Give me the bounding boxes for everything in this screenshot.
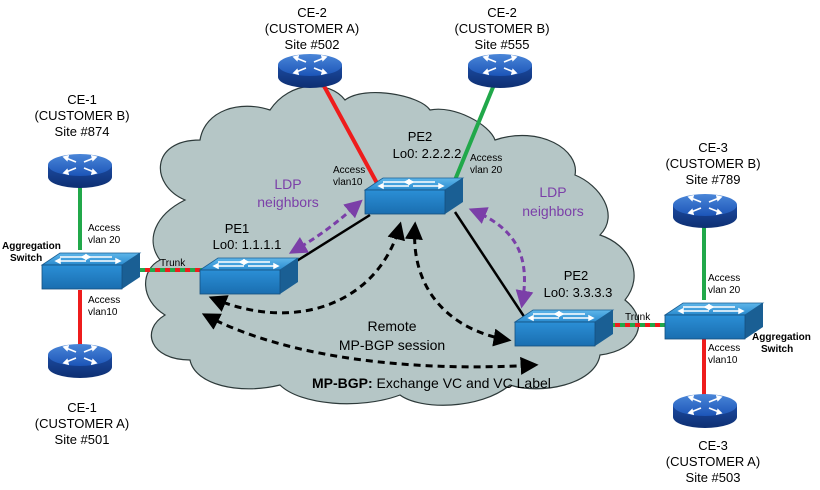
mpbgp-caption: MP-BGP: Exchange VC and VC Label (312, 375, 551, 391)
right-vlan10-line2: vlan10 (708, 355, 738, 366)
pe2-top-loopback: Lo0: 2.2.2.2 (393, 146, 462, 161)
left-vlan10-line2: vlan10 (88, 307, 118, 318)
remote-session-line1: Remote (367, 318, 416, 334)
agg-left-label-line2: Switch (10, 253, 42, 264)
ce1b-site: Site #874 (55, 124, 110, 139)
pe2-right-name: PE2 (564, 268, 589, 283)
right-vlan20-line1: Access (708, 273, 740, 284)
ce3b-name: CE-3 (698, 140, 728, 155)
link-ce2a-pe2 (316, 74, 380, 186)
right-vlan10-line1: Access (708, 343, 740, 354)
agg-left-label-line1: Aggregation (2, 241, 61, 252)
bgp-arrow-pe1-pe2top (208, 221, 405, 315)
ce1b-name: CE-1 (67, 92, 97, 107)
link-ce2b-pe2 (453, 74, 500, 181)
pe2-vlan20-line2: vlan 20 (470, 165, 503, 176)
right-vlan20-line2: vlan 20 (708, 285, 741, 296)
left-vlan10-line1: Access (88, 295, 120, 306)
ce3b-site: Site #789 (686, 172, 741, 187)
ce2a-site: Site #502 (285, 37, 340, 52)
ce3a-name: CE-3 (698, 438, 728, 453)
ce2-customer-a-router-icon (277, 53, 343, 89)
ce2b-name: CE-2 (487, 5, 517, 20)
agg-right-label-line1: Aggregation (752, 332, 811, 343)
remote-session-line2: MP-BGP session (339, 337, 445, 353)
pe2-vlan10-line1: Access (333, 165, 365, 176)
mpbgp-caption-bold: MP-BGP: (312, 375, 373, 391)
ce3-customer-a-router-icon (672, 393, 738, 429)
ce2a-name: CE-2 (297, 5, 327, 20)
ce3-customer-b-router-icon (672, 193, 738, 229)
left-vlan20-line2: vlan 20 (88, 235, 121, 246)
ce1-customer-b-router-icon (47, 153, 113, 189)
ce1a-name: CE-1 (67, 400, 97, 415)
ce2-customer-b-router-icon (467, 53, 533, 89)
pe2-right-loopback: Lo0: 3.3.3.3 (544, 285, 613, 300)
ce2b-customer: (CUSTOMER B) (454, 21, 549, 36)
ce3a-customer: (CUSTOMER A) (666, 454, 760, 469)
ldp-right-line1: LDP (539, 184, 566, 200)
trunk-right-label: Trunk (625, 312, 651, 323)
ce2a-customer: (CUSTOMER A) (265, 21, 359, 36)
ldp-left-line2: neighbors (257, 194, 319, 210)
pe2-vlan10-line2: vlan10 (333, 177, 363, 188)
ce3b-customer: (CUSTOMER B) (665, 156, 760, 171)
ce2b-site: Site #555 (475, 37, 530, 52)
ce1b-customer: (CUSTOMER B) (34, 108, 129, 123)
ce1a-site: Site #501 (55, 432, 110, 447)
ce3a-site: Site #503 (686, 470, 741, 485)
mpbgp-caption-rest: Exchange VC and VC Label (373, 375, 551, 391)
pe1-name: PE1 (225, 221, 250, 236)
aggregation-switch-right-icon (664, 302, 764, 340)
ldp-right-arrow (468, 207, 534, 309)
pe2-top-name: PE2 (408, 129, 433, 144)
aggregation-switch-left-icon (41, 252, 141, 290)
ce1-customer-a-router-icon (47, 343, 113, 379)
ce1a-customer: (CUSTOMER A) (35, 416, 129, 431)
pe2-vlan20-line1: Access (470, 153, 502, 164)
pe2-right-switch-icon (514, 309, 614, 347)
agg-right-label-line2: Switch (761, 344, 793, 355)
pe1-switch-icon (199, 257, 299, 295)
ldp-left-line1: LDP (274, 176, 301, 192)
pe1-loopback: Lo0: 1.1.1.1 (213, 237, 282, 252)
pe2-top-switch-icon (364, 177, 464, 215)
bgp-arrow-pe1-pe2right (201, 313, 539, 375)
ldp-right-line2: neighbors (522, 203, 584, 219)
trunk-left-label: Trunk (160, 258, 186, 269)
left-vlan20-line1: Access (88, 223, 120, 234)
